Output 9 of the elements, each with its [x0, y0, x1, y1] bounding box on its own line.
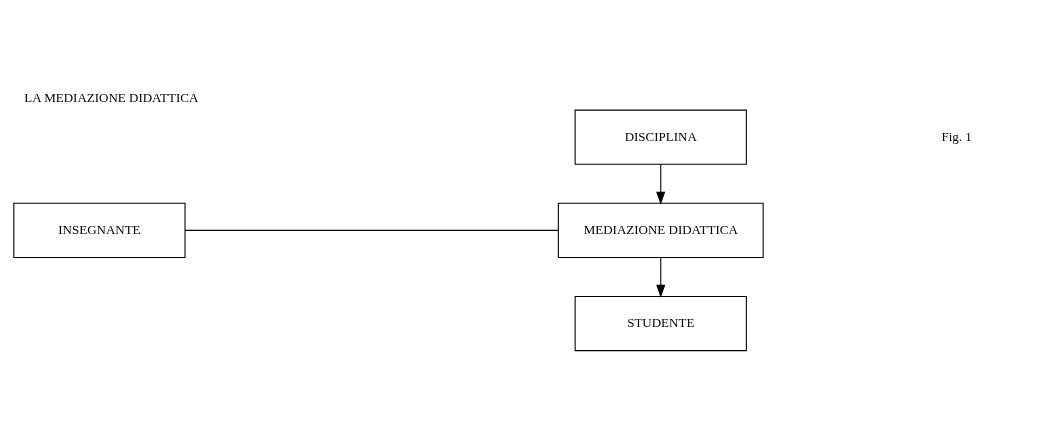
node-box: DISCIPLINA: [574, 109, 747, 165]
node-box: INSEGNANTE: [13, 202, 186, 258]
label: Fig. 1: [941, 128, 972, 144]
arrow: [656, 256, 666, 298]
arrow: [656, 163, 666, 205]
node-box: STUDENTE: [574, 295, 747, 351]
connector: [184, 229, 559, 231]
diagram-title: LA MEDIAZIONE DIDATTICA: [24, 89, 199, 105]
node-box: MEDIAZIONE DIDATTICA: [557, 202, 764, 258]
